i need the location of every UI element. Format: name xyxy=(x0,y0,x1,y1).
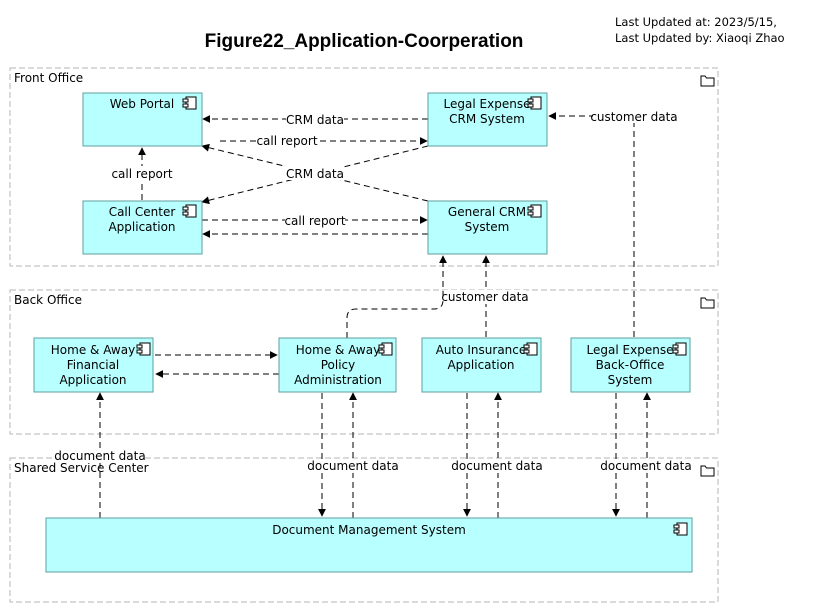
node-label: Legal Expense xyxy=(587,343,674,357)
node-label: General CRM xyxy=(448,205,526,219)
component-icon xyxy=(136,342,151,356)
node-label: CRM System xyxy=(449,112,525,126)
node-legal-expense-back-office-system[interactable]: Legal Expense Back-Office System xyxy=(570,337,691,393)
component-icon xyxy=(527,204,542,218)
node-label: Policy xyxy=(321,358,356,372)
node-label: Home & Away xyxy=(296,343,380,357)
component-icon xyxy=(182,204,197,218)
node-label: Legal Expense xyxy=(444,97,531,111)
node-label: Call Center xyxy=(109,205,176,219)
node-label: Document Management System xyxy=(272,523,466,537)
edge-label: CRM data xyxy=(286,167,344,181)
edge-general-crm-to-web-portal xyxy=(201,143,429,202)
component-icon xyxy=(673,522,688,536)
node-label: Web Portal xyxy=(110,97,174,111)
folder-icon xyxy=(700,75,715,87)
node-label: Back-Office xyxy=(596,358,665,372)
node-label: Auto Insurance xyxy=(436,343,527,357)
group-label-back-office: Back Office xyxy=(14,293,82,307)
last-updated-at: Last Updated at: 2023/5/15, xyxy=(615,15,777,29)
edges xyxy=(96,112,651,518)
last-updated-by: Last Updated by: Xiaoqi Zhao xyxy=(615,31,785,45)
component-icon xyxy=(523,342,538,356)
node-call-center-application[interactable]: Call Center Application xyxy=(82,200,203,255)
group-shared-service-center: Shared Service Center xyxy=(9,457,719,603)
component-icon xyxy=(378,342,393,356)
folder-icon xyxy=(700,465,715,477)
folder-icon xyxy=(700,297,715,309)
node-home-away-financial-application[interactable]: Home & Away Financial Application xyxy=(33,337,154,393)
node-label: Application xyxy=(59,373,126,387)
diagram-title: Figure22_Application-Coorperation xyxy=(205,31,524,52)
node-home-away-policy-administration[interactable]: Home & Away Policy Administration xyxy=(278,337,397,393)
component-icon xyxy=(182,96,197,110)
node-label: Financial xyxy=(67,358,120,372)
node-web-portal[interactable]: Web Portal xyxy=(82,92,203,147)
component-icon xyxy=(527,96,542,110)
edge-label: call report xyxy=(111,167,172,181)
group-label-shared-service-center: Shared Service Center xyxy=(14,461,149,475)
edge-label: customer data xyxy=(441,290,528,304)
component-icon xyxy=(672,342,687,356)
edge-label: document data xyxy=(307,459,398,473)
edge-label: call report xyxy=(284,214,345,228)
node-general-crm-system[interactable]: General CRM System xyxy=(427,200,548,255)
edge-legal-crm-to-call-center xyxy=(201,145,429,205)
node-label: System xyxy=(608,373,653,387)
node-document-management-system[interactable]: Document Management System xyxy=(45,517,693,573)
edge-policy-to-general-crm xyxy=(346,255,447,338)
node-auto-insurance-application[interactable]: Auto Insurance Application xyxy=(421,337,542,393)
edge-label: CRM data xyxy=(286,113,344,127)
edge-label: customer data xyxy=(590,110,677,124)
group-front-office: Front Office xyxy=(9,67,719,267)
group-back-office: Back Office xyxy=(9,289,719,435)
node-label: Administration xyxy=(294,373,382,387)
edge-labels: CRM data call report call report CRM dat… xyxy=(54,109,692,473)
edge-label: document data xyxy=(54,449,145,463)
node-label: System xyxy=(465,220,510,234)
node-label: Application xyxy=(108,220,175,234)
edge-label: call report xyxy=(256,134,317,148)
edge-label: document data xyxy=(451,459,542,473)
node-label: Application xyxy=(447,358,514,372)
edge-label: document data xyxy=(600,459,691,473)
node-legal-expense-crm-system[interactable]: Legal Expense CRM System xyxy=(427,92,548,147)
group-label-front-office: Front Office xyxy=(14,71,83,85)
node-label: Home & Away xyxy=(51,343,135,357)
